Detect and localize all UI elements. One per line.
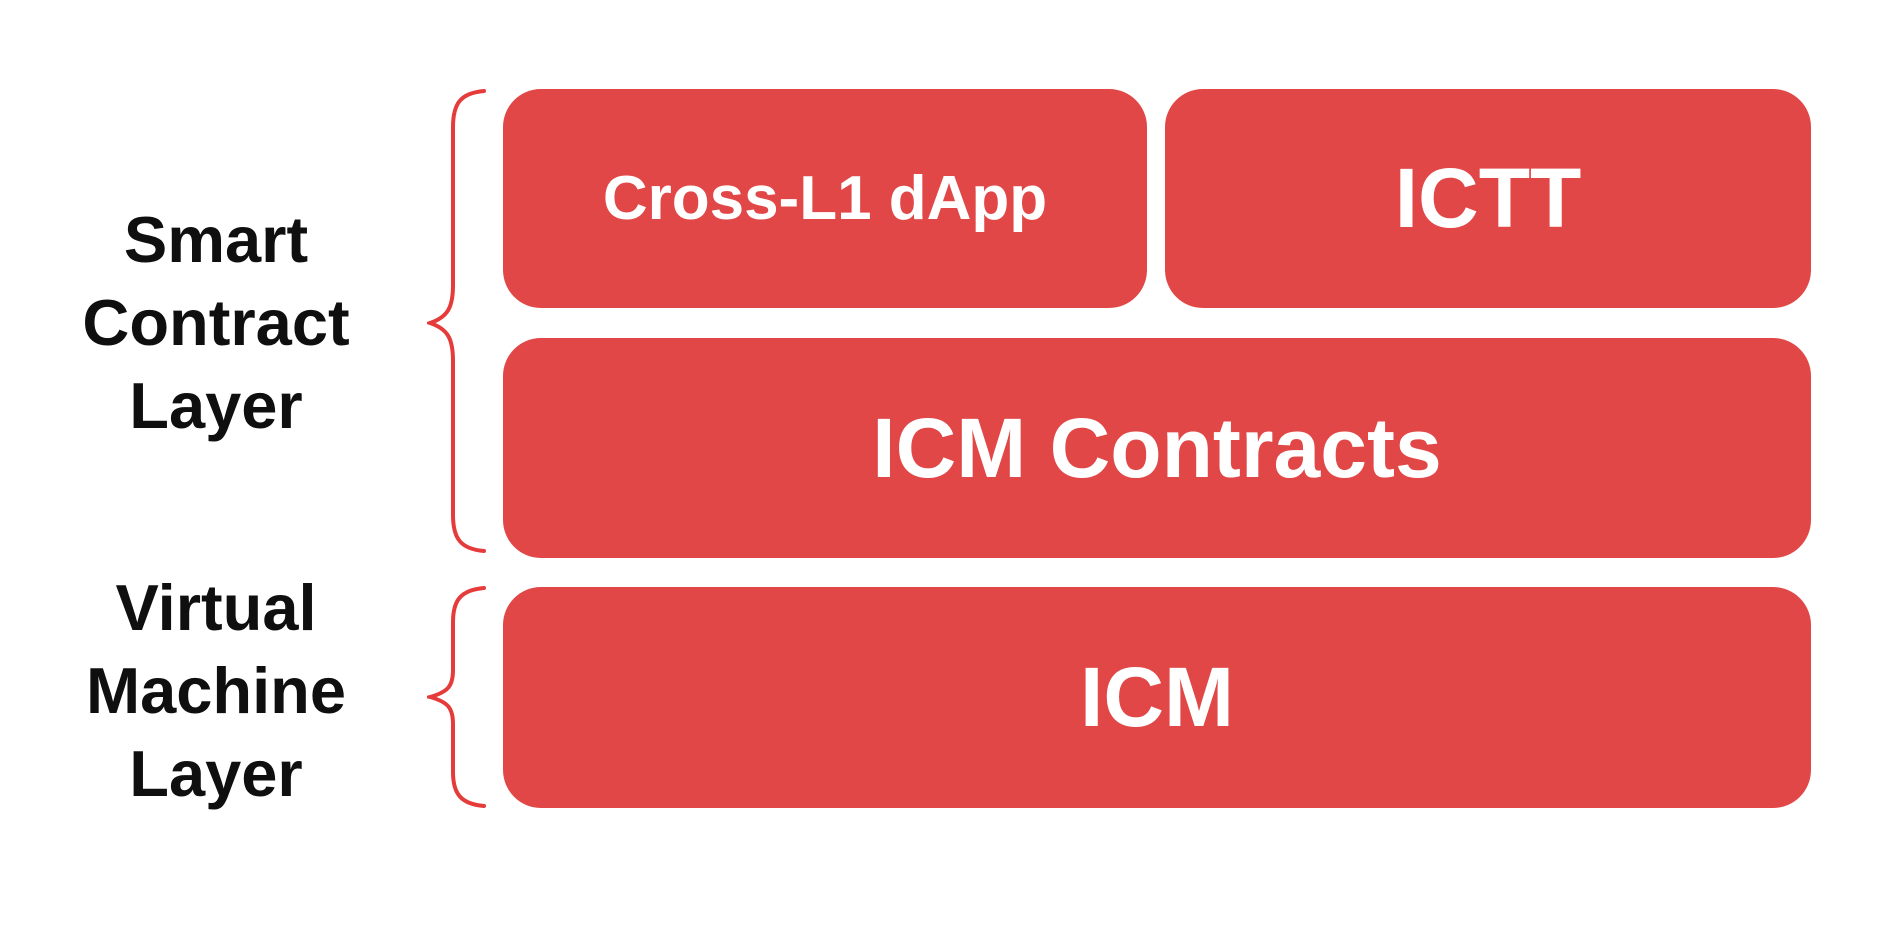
box-icm: ICM [503, 587, 1811, 808]
curly-brace-smart-contract-layer [427, 89, 487, 553]
box-icm-contracts: ICM Contracts [503, 338, 1811, 558]
label-virtual-machine-layer: Virtual Machine Layer [85, 571, 347, 810]
curly-brace-virtual-machine-layer [427, 586, 487, 808]
label-smart-contract-layer: Smart Contract Layer [82, 203, 350, 442]
curly-brace-icon [427, 586, 486, 808]
curly-brace-icon [427, 89, 486, 553]
box-ictt: ICTT [1165, 89, 1811, 308]
box-cross-l1-dapp: Cross-L1 dApp [503, 89, 1147, 308]
